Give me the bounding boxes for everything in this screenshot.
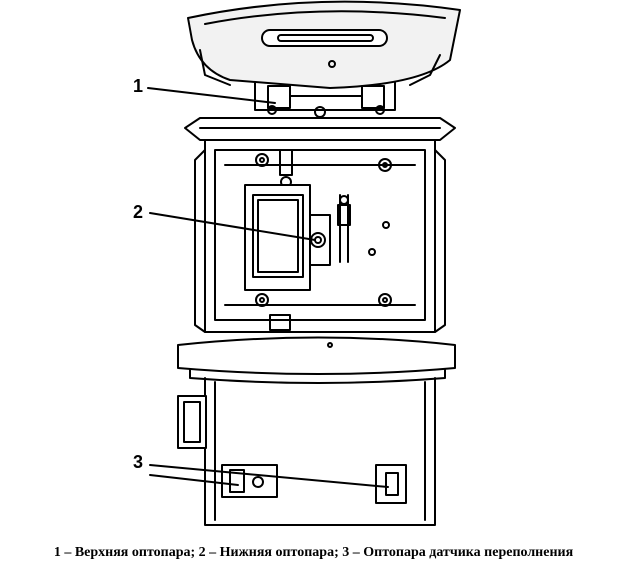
callout-3b-leader: [149, 474, 239, 486]
top-flange: [184, 117, 456, 141]
lower-cassette: [177, 377, 436, 526]
callout-3a-leader: [149, 464, 389, 488]
middle-disk: [177, 336, 456, 384]
main-frame: [204, 139, 436, 333]
upper-bracket: [254, 81, 396, 118]
side-rails: [194, 149, 446, 333]
lower-optocoupler-carrier: [244, 184, 390, 291]
callout-3-label: 3: [133, 452, 143, 472]
callout-1-leader: [147, 87, 276, 104]
callout-1-label: 1: [133, 76, 143, 96]
callout-2-label: 2: [133, 202, 143, 222]
top-cap-housing: [187, 0, 461, 89]
callout-2-leader: [149, 212, 316, 241]
figure-caption: 1 – Верхняя оптопара; 2 – Нижняя оптопар…: [53, 545, 574, 560]
mechanism-drawing: 1 2 3: [133, 0, 461, 526]
